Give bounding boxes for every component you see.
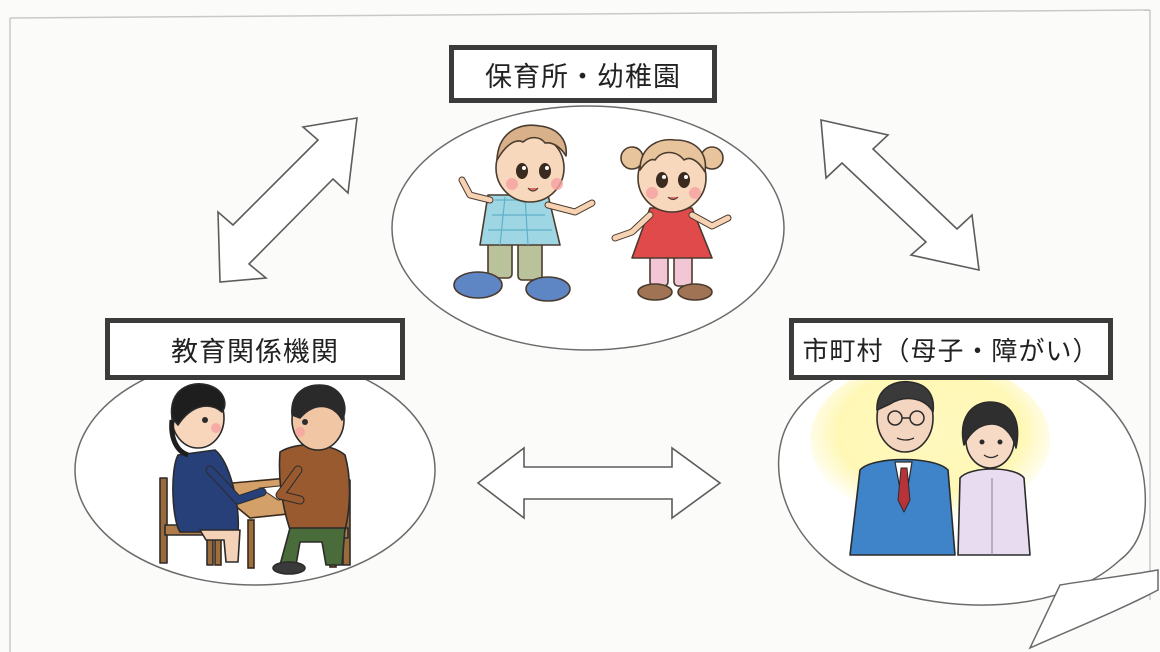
- page-frame: [9, 9, 1151, 652]
- arrow-top-left: [217, 117, 358, 283]
- page-curl: [1028, 569, 1159, 650]
- label-education-institutions: 教育関係機関: [105, 318, 405, 380]
- official-man-icon: [849, 380, 956, 556]
- girl-icon: [611, 138, 732, 301]
- arrow-top-right: [820, 118, 980, 272]
- label-municipality: 市町村（母子・障がい）: [789, 318, 1113, 380]
- label-nursery-kindergarten: 保育所・幼稚園: [449, 45, 717, 103]
- ellipse-left: [74, 354, 436, 586]
- official-woman-icon: [957, 401, 1031, 556]
- arrow-horizontal: [476, 446, 722, 520]
- boy-icon: [453, 124, 596, 302]
- ellipse-top: [391, 105, 785, 351]
- teacher-icon: [159, 383, 267, 566]
- parent-icon: [272, 384, 351, 575]
